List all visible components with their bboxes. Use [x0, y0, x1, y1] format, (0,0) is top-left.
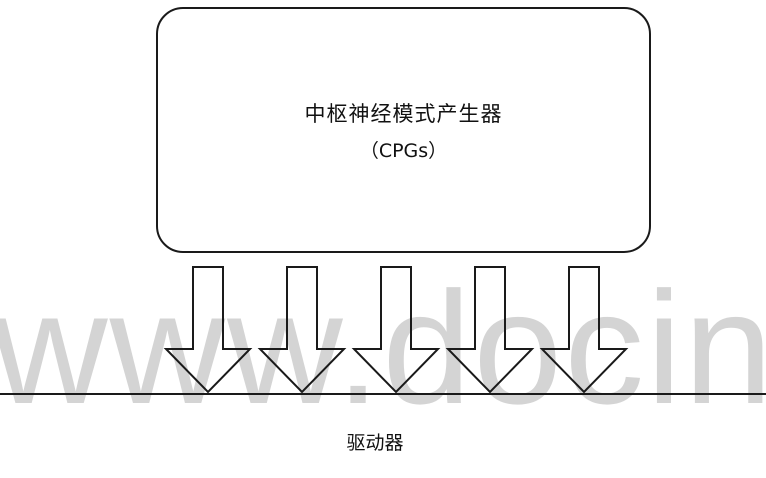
cpg-box [156, 7, 651, 253]
down-arrow-3 [351, 266, 441, 394]
arrow-group [163, 266, 629, 394]
down-arrow-2 [257, 266, 347, 394]
actuator-label: 驱动器 [346, 432, 404, 454]
down-arrow-1 [163, 266, 253, 394]
cpg-box-subtitle: （CPGs） [359, 140, 448, 162]
cpg-box-title: 中枢神经模式产生器 [304, 102, 503, 126]
down-arrow-5 [539, 266, 629, 394]
down-arrow-4 [445, 266, 535, 394]
